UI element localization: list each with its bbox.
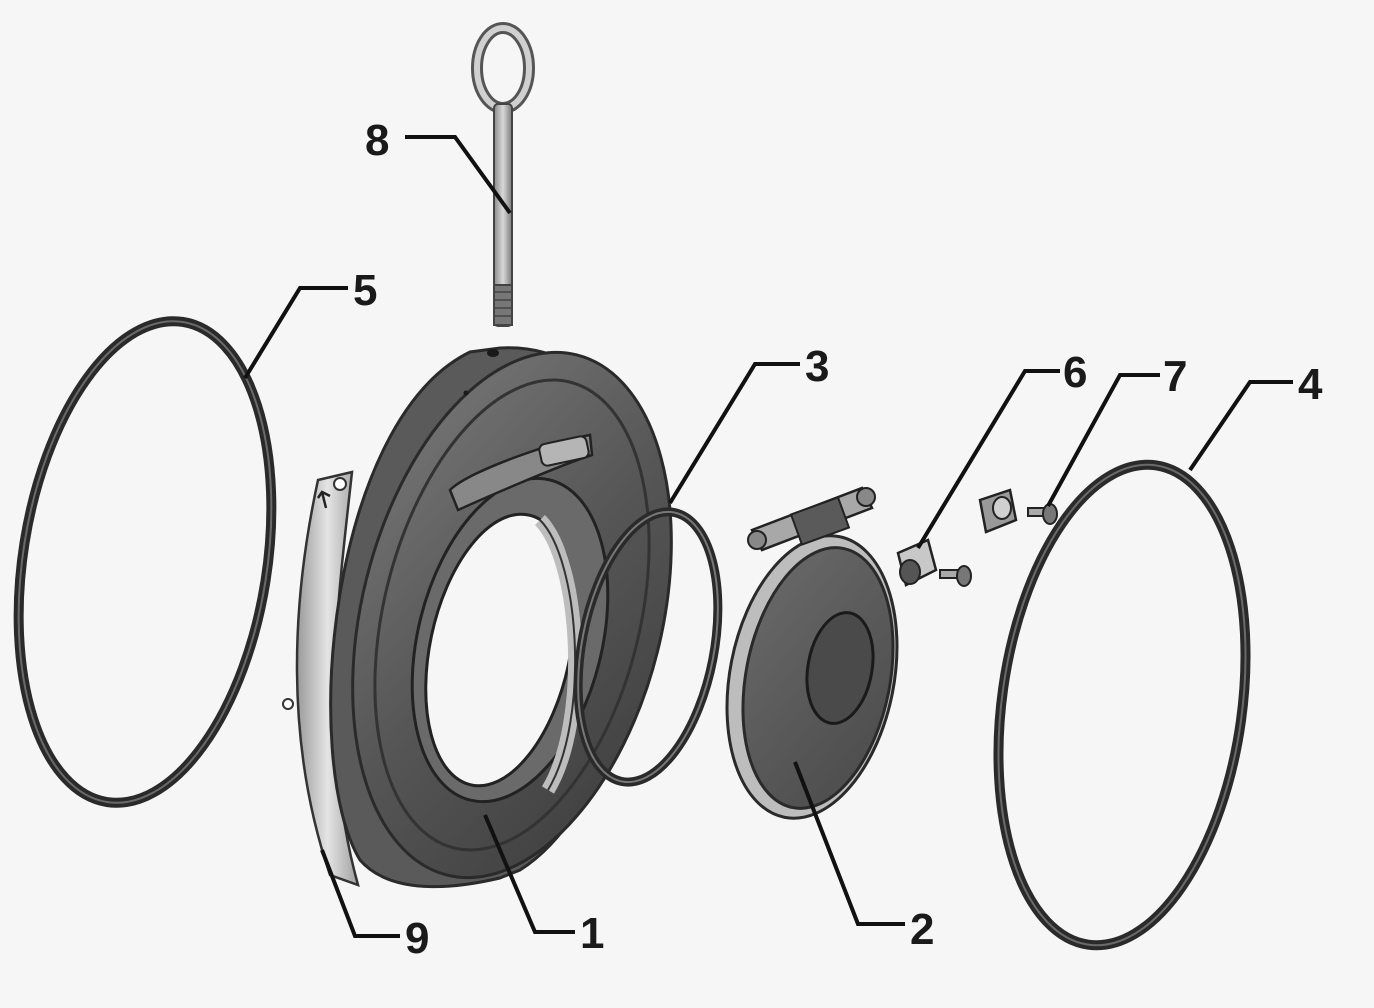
leader-6 bbox=[916, 369, 1060, 550]
callout-4: 4 bbox=[1298, 360, 1323, 409]
leader-8 bbox=[405, 135, 512, 215]
eye-bolt bbox=[471, 22, 535, 327]
leader-9 bbox=[320, 849, 400, 938]
o-ring-large-left bbox=[13, 316, 277, 808]
curved-strip bbox=[282, 470, 360, 887]
o-ring-large-right bbox=[993, 459, 1251, 951]
callout-7: 7 bbox=[1163, 352, 1187, 401]
o-ring-small bbox=[573, 507, 723, 787]
leader-5 bbox=[243, 286, 348, 380]
callout-6: 6 bbox=[1063, 348, 1087, 397]
leader-3 bbox=[668, 362, 800, 505]
leader-1 bbox=[483, 814, 575, 934]
screw-upper bbox=[1027, 503, 1058, 525]
screw-lower bbox=[939, 565, 972, 587]
callout-1: 1 bbox=[580, 909, 604, 958]
callout-5: 5 bbox=[353, 266, 377, 315]
callout-9: 9 bbox=[405, 914, 429, 963]
leader-7 bbox=[1046, 373, 1160, 507]
callout-2: 2 bbox=[910, 905, 934, 954]
hinge-block-upper bbox=[978, 488, 1018, 534]
leader-4 bbox=[1188, 380, 1293, 472]
leader-2 bbox=[793, 761, 905, 926]
callout-8: 8 bbox=[365, 116, 389, 165]
valve-body bbox=[329, 346, 673, 889]
valve-disc bbox=[725, 486, 899, 820]
callout-3: 3 bbox=[805, 342, 829, 391]
